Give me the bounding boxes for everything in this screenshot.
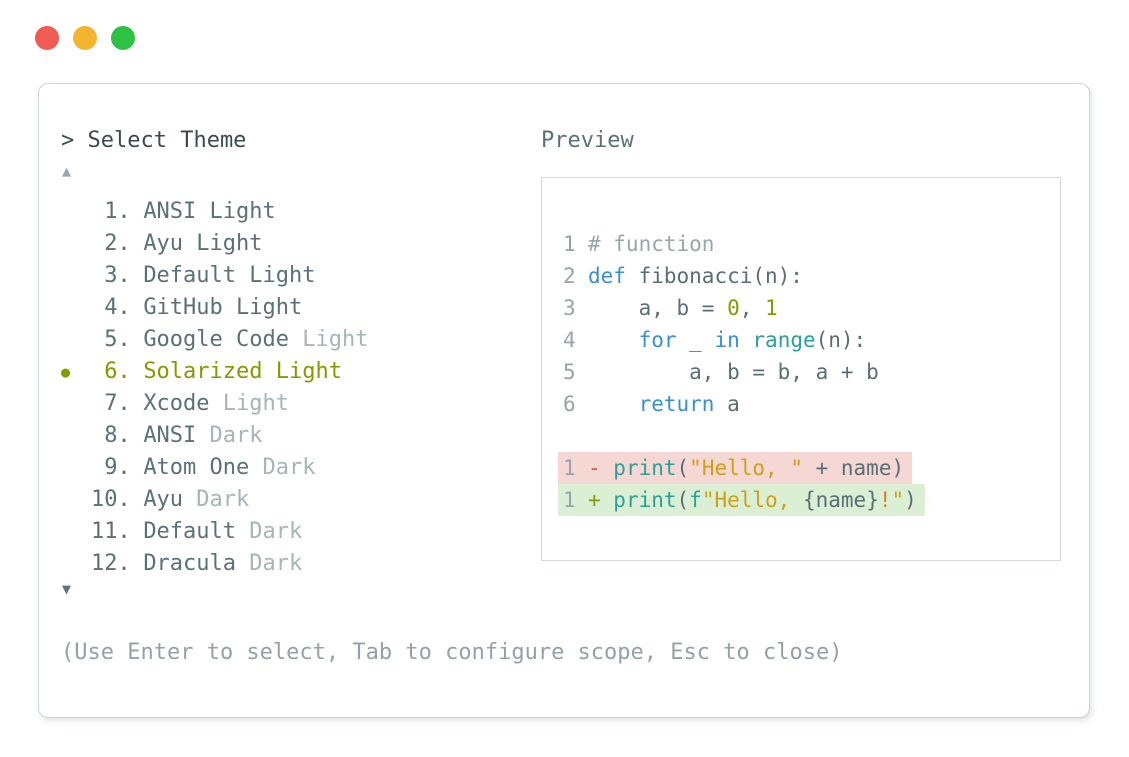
diff-preview: 1- print("Hello, " + name) 1+ print(f"He… [558,452,1060,516]
line-number: 2 [563,264,576,288]
theme-item-number: 7. [104,391,131,416]
theme-item-name: GitHub Light [143,295,303,320]
theme-item-solarized-light-selected[interactable]: ● 6. Solarized Light [61,356,369,388]
theme-item-number: 6. [104,359,131,384]
close-button[interactable] [35,26,59,50]
theme-item-variant: Dark [196,423,263,448]
theme-item-name: Ayu [143,487,184,512]
theme-item-variant: Dark [236,551,303,576]
code-line: 3 a, b = 0, 1 [563,292,1060,324]
theme-item-name: Ayu Light [143,231,263,256]
line-number: 6 [563,392,576,416]
selected-bullet-icon: ● [61,363,71,381]
window-controls [35,26,135,50]
theme-item-default-dark[interactable]: 11. Default Dark [61,516,369,548]
line-number: 3 [563,296,576,320]
theme-item-variant: Dark [249,455,316,480]
theme-item-name: Xcode [143,391,210,416]
scroll-down-indicator: ▼ [62,580,72,598]
diff-removed-line: 1- print("Hello, " + name) [558,452,913,484]
theme-item-ansi-light[interactable]: 1. ANSI Light [61,196,369,228]
diff-minus-sign: - [588,456,614,480]
code-line: 5 a, b = b, a + b [563,356,1060,388]
scroll-up-indicator: ▲ [62,162,72,180]
code-line: 6 return a [563,388,1060,420]
theme-item-variant: Light [289,327,369,352]
theme-item-atom-one-dark[interactable]: 9. Atom One Dark [61,452,369,484]
theme-item-name: Dracula [143,551,237,576]
select-theme-prompt: > Select Theme [61,128,247,153]
diff-plus-sign: + [588,488,614,512]
preview-title: Preview [541,128,634,153]
theme-item-name: Solarized Light [143,359,342,384]
theme-selector-dialog: > Select Theme Preview ▲ 1. ANSI Light 2.… [38,83,1090,718]
theme-item-number: 12. [91,551,131,576]
line-number: 1 [563,456,576,480]
minimize-button[interactable] [73,26,97,50]
theme-item-number: 10. [91,487,131,512]
theme-item-number: 3. [104,263,131,288]
theme-item-variant: Dark [183,487,250,512]
keyboard-hints: (Use Enter to select, Tab to configure s… [61,640,843,665]
theme-item-number: 4. [104,295,131,320]
theme-item-name: ANSI Light [143,199,276,224]
theme-item-variant: Light [209,391,290,416]
theme-item-ayu-light[interactable]: 2. Ayu Light [61,228,369,260]
line-number: 1 [563,232,576,256]
line-number: 1 [563,488,576,512]
theme-item-number: 5. [104,327,131,352]
theme-item-name: ANSI [143,423,197,448]
theme-item-ayu-dark[interactable]: 10. Ayu Dark [61,484,369,516]
theme-item-dracula-dark[interactable]: 12. Dracula Dark [61,548,369,580]
theme-item-number: 9. [104,455,131,480]
theme-item-xcode-light[interactable]: 7. Xcode Light [61,388,369,420]
theme-list: 1. ANSI Light 2. Ayu Light 3. Default Light… [61,196,369,580]
theme-item-ansi-dark[interactable]: 8. ANSI Dark [61,420,369,452]
line-number: 4 [563,328,576,352]
theme-item-number: 8. [104,423,131,448]
line-number: 5 [563,360,576,384]
theme-item-github-light[interactable]: 4. GitHub Light [61,292,369,324]
theme-item-google-code-light[interactable]: 5. Google Code Light [61,324,369,356]
theme-item-number: 11. [91,519,131,544]
theme-item-name: Default [143,519,237,544]
diff-added-line: 1+ print(f"Hello, {name}!") [558,484,925,516]
theme-item-variant: Dark [236,519,303,544]
theme-item-number: 2. [104,231,131,256]
theme-item-name: Google Code [143,327,290,352]
theme-item-number: 1. [104,199,131,224]
maximize-button[interactable] [111,26,135,50]
theme-item-default-light[interactable]: 3. Default Light [61,260,369,292]
theme-item-name: Default Light [143,263,316,288]
code-line: 4 for _ in range(n): [563,324,1060,356]
theme-item-name: Atom One [143,455,250,480]
code-line: 1# function [563,228,1060,260]
